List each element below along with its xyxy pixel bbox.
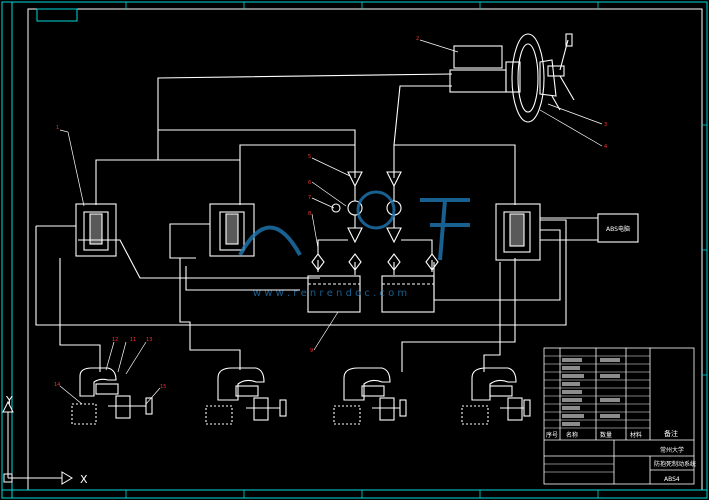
bom-header-material: 材料	[630, 431, 642, 439]
bom-rows	[562, 358, 620, 426]
wheel-brake-4	[461, 367, 531, 425]
accumulator-right	[381, 275, 435, 313]
callout-2: 2	[416, 36, 419, 42]
abs-controller-label: ABS电脑	[606, 225, 630, 233]
title-block-rows	[544, 355, 650, 473]
callout-14: 14	[54, 382, 60, 388]
callout-leaders	[59, 39, 603, 405]
bom-header-index: 序号	[546, 431, 558, 439]
wheel-brake-2	[205, 367, 287, 425]
valve-unit-right	[495, 203, 541, 261]
callout-5: 5	[308, 154, 311, 160]
pressure-modulator	[311, 171, 439, 271]
watermark: w w w . r e n r e n d o c . c o m	[238, 190, 470, 299]
frame-zone-ticks	[125, 2, 707, 498]
callout-11: 11	[130, 337, 136, 343]
abs-controller: ABS电脑	[597, 213, 639, 243]
drawing-code: ABS4	[664, 476, 680, 483]
callout-3: 3	[604, 122, 607, 128]
callout-7: 7	[308, 195, 311, 201]
wheel-brake-3	[333, 367, 407, 425]
notes-label: 备注	[664, 429, 678, 438]
axis-x-label: X	[80, 473, 88, 486]
drawing-title: 防抱死制动系统	[654, 460, 696, 468]
wheel-brake-1	[71, 367, 153, 425]
watermark-text: w w w . r e n r e n d o c . c o m	[253, 288, 407, 299]
valve-unit-left	[36, 203, 117, 257]
callout-12: 12	[112, 337, 118, 343]
callout-15: 15	[160, 384, 166, 390]
title-block-text: 序号 名称 数量 材料 备注 常州大学 防抱死制动系统 ABS4	[546, 429, 696, 483]
axis-y-label: Y	[5, 394, 13, 407]
school-name: 常州大学	[660, 446, 684, 454]
ucs-axis-icon: X Y	[2, 394, 88, 486]
callout-numbers: 1 2 3 4 5 6 7 8 9 11 12 13 14 15	[54, 36, 607, 390]
callout-1: 1	[56, 125, 59, 131]
callout-13: 13	[146, 337, 152, 343]
callout-9: 9	[310, 348, 313, 354]
title-block	[543, 347, 695, 485]
master-cylinder-assembly	[449, 33, 575, 123]
callout-6: 6	[308, 180, 311, 186]
accumulator-left	[307, 275, 361, 313]
bom-header-name: 名称	[566, 431, 578, 439]
valve-unit-middle	[190, 203, 255, 257]
callout-4: 4	[604, 144, 607, 150]
callout-8: 8	[308, 211, 311, 217]
bom-header-qty: 数量	[600, 431, 612, 439]
